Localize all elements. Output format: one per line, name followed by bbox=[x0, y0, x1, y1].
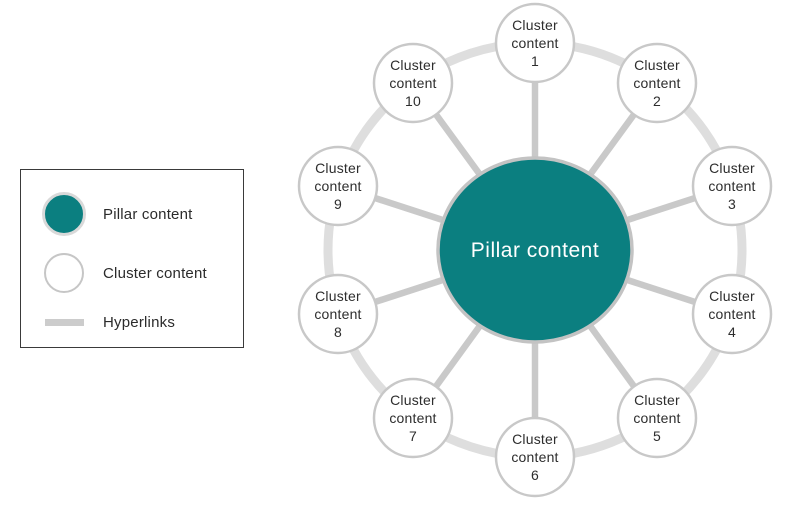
swatch-column bbox=[41, 318, 87, 326]
swatch-column bbox=[41, 192, 87, 236]
cluster-node-9: Cluster content 9 bbox=[297, 145, 379, 227]
legend-box: Pillar content Cluster content Hyperlink… bbox=[20, 169, 244, 348]
cluster-circle bbox=[691, 273, 773, 355]
cluster-label-line: Cluster bbox=[709, 160, 755, 176]
cluster-label-line: Cluster bbox=[709, 288, 755, 304]
cluster-node-4: Cluster content 4 bbox=[691, 273, 773, 355]
cluster-label-line: content bbox=[314, 306, 361, 322]
pillar-circle bbox=[436, 156, 634, 344]
cluster-label-number: 2 bbox=[653, 93, 661, 109]
legend-item-cluster: Cluster content bbox=[41, 251, 207, 295]
cluster-circle bbox=[494, 416, 576, 498]
cluster-label-line: content bbox=[708, 306, 755, 322]
cluster-circle bbox=[372, 42, 454, 124]
legend-label: Hyperlinks bbox=[103, 313, 176, 331]
cluster-label-line: Cluster bbox=[390, 392, 436, 408]
cluster-label-line: content bbox=[389, 75, 436, 91]
cluster-node-8: Cluster content 8 bbox=[297, 273, 379, 355]
cluster-circle bbox=[297, 145, 379, 227]
cluster-label-line: content bbox=[633, 410, 680, 426]
cluster-node-10: Cluster content 10 bbox=[372, 42, 454, 124]
cluster-circle bbox=[297, 273, 379, 355]
legend-label: Cluster content bbox=[103, 264, 207, 282]
cluster-label-number: 4 bbox=[728, 324, 736, 340]
cluster-node-7: Cluster content 7 bbox=[372, 377, 454, 459]
cluster-circle bbox=[616, 42, 698, 124]
cluster-node-6: Cluster content 6 bbox=[494, 416, 576, 498]
cluster-label-line: Cluster bbox=[390, 57, 436, 73]
hyperlink-swatch-icon bbox=[44, 318, 84, 326]
cluster-label-line: Cluster bbox=[634, 57, 680, 73]
cluster-label-number: 1 bbox=[531, 53, 539, 69]
cluster-label-line: Cluster bbox=[512, 431, 558, 447]
cluster-label-line: Cluster bbox=[315, 288, 361, 304]
cluster-circle bbox=[616, 377, 698, 459]
cluster-label-line: content bbox=[633, 75, 680, 91]
cluster-label-line: content bbox=[389, 410, 436, 426]
swatch-column bbox=[41, 253, 87, 293]
cluster-label-line: content bbox=[511, 449, 558, 465]
pillar-content-swatch-icon bbox=[42, 192, 86, 236]
cluster-node-2: Cluster content 2 bbox=[616, 42, 698, 124]
cluster-label-line: content bbox=[708, 178, 755, 194]
cluster-label-number: 7 bbox=[409, 428, 417, 444]
cluster-label-number: 8 bbox=[334, 324, 342, 340]
cluster-label-line: Cluster bbox=[315, 160, 361, 176]
cluster-circle bbox=[494, 2, 576, 84]
cluster-node-5: Cluster content 5 bbox=[616, 377, 698, 459]
cluster-label-line: Cluster bbox=[634, 392, 680, 408]
cluster-label-number: 5 bbox=[653, 428, 661, 444]
cluster-label-number: 3 bbox=[728, 196, 736, 212]
cluster-circle bbox=[691, 145, 773, 227]
legend-label: Pillar content bbox=[103, 205, 193, 223]
cluster-label-line: Cluster bbox=[512, 17, 558, 33]
legend-item-pillar: Pillar content bbox=[41, 192, 193, 236]
legend-item-hyperlinks: Hyperlinks bbox=[41, 300, 175, 344]
cluster-label-line: content bbox=[314, 178, 361, 194]
cluster-node-1: Cluster content 1 bbox=[494, 2, 576, 84]
cluster-node-3: Cluster content 3 bbox=[691, 145, 773, 227]
cluster-circle bbox=[372, 377, 454, 459]
cluster-label-number: 6 bbox=[531, 467, 539, 483]
cluster-label-line: content bbox=[511, 35, 558, 51]
pillar-label: Pillar content bbox=[471, 239, 599, 262]
cluster-label-number: 10 bbox=[405, 93, 421, 109]
cluster-label-number: 9 bbox=[334, 196, 342, 212]
pillar-node: Pillar content bbox=[436, 156, 634, 344]
cluster-content-swatch-icon bbox=[44, 253, 84, 293]
